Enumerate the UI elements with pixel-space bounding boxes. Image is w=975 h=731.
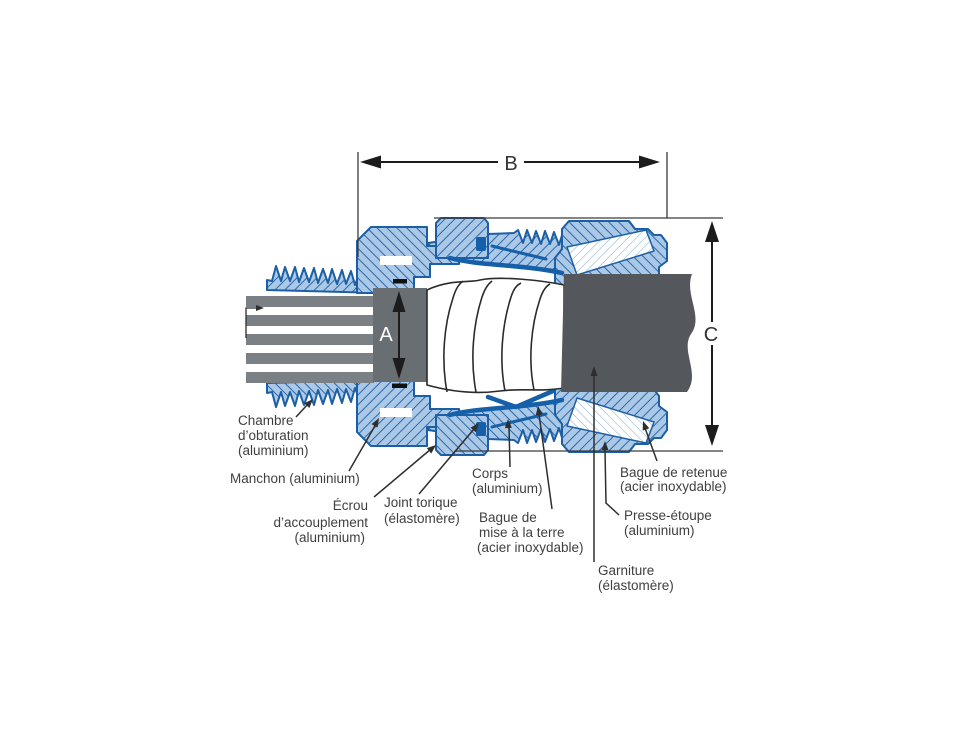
twist-divider <box>472 280 493 393</box>
label-ecrou-line-1: Écrou <box>333 498 368 513</box>
twist-divider <box>501 282 522 392</box>
dimension-a: A <box>373 279 427 388</box>
conductor-bar <box>246 353 374 364</box>
pointer-manchon <box>348 423 377 472</box>
label-chambre-line-2: d’obturation <box>238 428 309 443</box>
dim-a-arrowhead-down <box>392 358 406 379</box>
conductor-bar <box>246 315 374 326</box>
label-garniture-line-1: Garniture <box>598 563 654 578</box>
label-manchon-line-1: Manchon (aluminium) <box>230 471 360 486</box>
pointer-joint-torique <box>418 428 475 495</box>
twisted-conductors <box>426 277 565 394</box>
label-joint-line-1: Joint torique <box>384 495 458 510</box>
label-presse-etoupe: Presse-étoupe (aluminium) <box>624 508 712 538</box>
twist-divider <box>443 280 464 393</box>
dim-a-letter: A <box>379 324 393 346</box>
label-garniture-line-2: (élastomère) <box>598 578 674 593</box>
pointer-chambre-arrowhead <box>304 399 313 408</box>
dim-b-arrowhead-right <box>639 155 660 169</box>
pointer-lines <box>295 366 658 562</box>
label-chambre-line-1: Chambre <box>238 413 294 428</box>
label-bague-retenue-line-1: Bague de retenue <box>620 465 727 480</box>
dim-a-arrowhead-up <box>392 291 406 312</box>
pointer-joint-torique-arrowhead <box>470 423 479 433</box>
label-bague-terre-line-3: (acier inoxydable) <box>477 540 584 555</box>
conductor-pointer-line <box>245 307 256 338</box>
label-bague-mise-terre: Bague de mise à la terre (acier inoxydab… <box>477 510 584 555</box>
conductor-bar <box>246 334 374 345</box>
pointer-presse-etoupe <box>604 449 620 516</box>
pointer-bague-terre-arrowhead <box>535 406 543 416</box>
label-bague-terre-line-1: Bague de <box>479 510 537 525</box>
dim-b-letter: B <box>504 153 517 175</box>
label-ecrou-line-2: d’accouplement <box>273 515 368 530</box>
pointer-manchon-arrowhead <box>371 418 379 428</box>
label-ecrou-accouplement: Écrou d’accouplement (aluminium) <box>273 498 368 545</box>
dimension-c: C <box>434 217 723 452</box>
pointer-garniture-arrowhead <box>590 366 598 376</box>
pointer-bague-retenue-arrowhead <box>642 421 650 431</box>
cable-jacket <box>561 274 696 392</box>
pointer-bague-terre <box>538 413 553 510</box>
label-ecrou-line-3: (aluminium) <box>294 530 365 545</box>
pointer-bague-retenue <box>644 427 658 462</box>
dim-c-arrowhead-top <box>705 221 719 242</box>
conductor-bar <box>246 372 374 383</box>
pointer-ecrou-arrowhead <box>426 445 436 454</box>
twist-divider <box>530 283 551 391</box>
dim-c-arrowhead-bottom <box>705 425 719 446</box>
conductors <box>245 296 374 383</box>
label-presse-etoupe-line-2: (aluminium) <box>624 523 695 538</box>
dim-a-tick-top <box>393 279 407 284</box>
label-corps-line-2: (aluminium) <box>472 481 543 496</box>
dim-c-letter: C <box>704 324 718 346</box>
dim-b-label-bg <box>498 150 524 173</box>
label-chambre-line-3: (aluminium) <box>238 443 309 458</box>
twisted-conductor-body <box>426 277 565 394</box>
labels: Chambre d’obturation (aluminium) Manchon… <box>230 413 727 593</box>
dim-b-arrowhead-left <box>360 155 381 169</box>
pointer-corps <box>508 426 511 468</box>
label-garniture: Garniture (élastomère) <box>598 563 674 593</box>
label-bague-terre-line-2: mise à la terre <box>479 525 565 540</box>
dim-c-label-bg <box>700 322 723 345</box>
label-corps-line-1: Corps <box>472 466 508 481</box>
dim-a-tick-bottom <box>392 383 407 388</box>
label-presse-etoupe-line-1: Presse-étoupe <box>624 508 712 523</box>
label-bague-retenue-line-2: (acier inoxydable) <box>620 479 727 494</box>
label-manchon: Manchon (aluminium) <box>230 471 360 486</box>
pointer-chambre <box>295 403 309 418</box>
pointer-ecrou <box>373 448 432 498</box>
pointer-corps-arrowhead <box>504 419 512 429</box>
label-chambre-obturation: Chambre d’obturation (aluminium) <box>238 413 309 458</box>
conductor-bar <box>246 296 374 307</box>
pointer-presse-etoupe-arrowhead <box>601 441 609 450</box>
conductor-arrowhead <box>256 305 264 311</box>
label-corps: Corps (aluminium) <box>472 466 543 496</box>
dimension-b: B <box>357 150 668 257</box>
bague-mise-terre-strip <box>485 388 556 410</box>
label-bague-retenue: Bague de retenue (acier inoxydable) <box>620 465 727 494</box>
label-joint-line-2: (élastomère) <box>384 511 460 526</box>
label-joint-torique: Joint torique (élastomère) <box>384 495 460 526</box>
